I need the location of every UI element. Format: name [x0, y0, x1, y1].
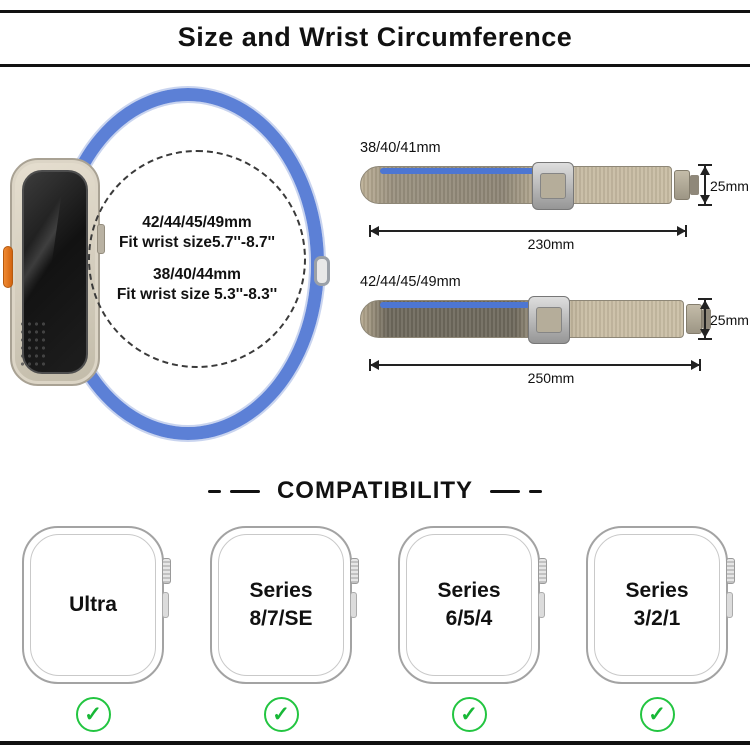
- side-button-icon: [162, 592, 169, 618]
- wrist-size-text: 42/44/45/49mm Fit wrist size5.7''-8.7'' …: [117, 213, 277, 306]
- checkmark-icon: ✓: [84, 703, 102, 726]
- band-buckle: [528, 296, 571, 344]
- model-series: 3/2/1: [633, 607, 681, 630]
- dash-decoration: [490, 489, 521, 493]
- band-connector: [702, 309, 711, 329]
- width-measure-line: [700, 300, 710, 338]
- action-button: [3, 246, 13, 288]
- dash-decoration: [207, 489, 221, 493]
- watch-outline: Series 6/5/4: [398, 526, 547, 684]
- digital-crown-icon: [162, 558, 171, 584]
- width-measure-line: [700, 166, 710, 204]
- length-measure-line: [369, 359, 701, 371]
- bottom-divider: [0, 741, 750, 745]
- compatible-badge: ✓: [263, 697, 299, 732]
- model-name: Series: [437, 578, 501, 602]
- band-hook-icon: [314, 256, 330, 286]
- checkmark-icon: ✓: [648, 703, 666, 726]
- buckle-slot: [539, 173, 566, 199]
- band-size-label: 42/44/45/49mm: [360, 274, 461, 290]
- band-size-label: 38/40/41mm: [360, 140, 441, 156]
- model-name: Series: [625, 578, 689, 602]
- length-measure-line: [369, 225, 687, 237]
- width-label: 25mm: [710, 178, 749, 194]
- digital-crown-icon: [350, 558, 359, 584]
- band-diagram-small: 38/40/41mm 230mm 25mm: [352, 140, 750, 258]
- wrist-size-circle: 42/44/45/49mm Fit wrist size5.7''-8.7'' …: [88, 150, 306, 368]
- dash-decoration: [229, 489, 260, 493]
- buckle-slot: [536, 307, 563, 333]
- watch-outline: Series 3/2/1: [586, 526, 735, 684]
- model-name: Ultra: [69, 592, 117, 616]
- watch-outline: Ultra: [22, 526, 171, 684]
- model-name: Series: [249, 578, 313, 602]
- top-divider: [0, 10, 750, 13]
- model-card-series-6-5-4: Series 6/5/4 ✓: [395, 526, 547, 732]
- length-label: 230mm: [527, 236, 575, 252]
- title-divider: [0, 64, 750, 67]
- dash-decoration: [529, 489, 543, 493]
- checkmark-icon: ✓: [460, 703, 478, 726]
- digital-crown-icon: [538, 558, 547, 584]
- side-button-icon: [538, 592, 545, 618]
- size-small-label: 38/40/44mm: [153, 266, 241, 283]
- side-button-icon: [726, 592, 733, 618]
- band-strap-graphic: [360, 162, 672, 210]
- length-label: 250mm: [527, 370, 575, 386]
- digital-crown-icon: [726, 558, 735, 584]
- band-connector: [690, 175, 699, 195]
- checkmark-icon: ✓: [272, 703, 290, 726]
- model-series: 6/5/4: [445, 607, 493, 630]
- compatibility-title: COMPATIBILITY: [276, 477, 474, 504]
- band-strap-graphic: [360, 296, 684, 344]
- compatible-badge: ✓: [451, 697, 487, 732]
- band-adapter: [686, 304, 702, 334]
- watch-outline: Series 8/7/SE: [210, 526, 359, 684]
- size-large-label: 42/44/45/49mm: [142, 213, 252, 231]
- watch-with-band-illustration: 42/44/45/49mm Fit wrist size5.7''-8.7'' …: [0, 80, 348, 465]
- model-card-series-3-2-1: Series 3/2/1 ✓: [583, 526, 735, 732]
- apple-watch-ultra-body: [3, 158, 105, 386]
- model-compatibility-row: Ultra ✓ Series 8/7/SE ✓: [0, 526, 750, 732]
- band-buckle: [531, 162, 574, 210]
- width-label: 25mm: [710, 312, 749, 328]
- compatibility-header: COMPATIBILITY: [0, 474, 750, 508]
- watch-screen: [22, 170, 88, 374]
- compatible-badge: ✓: [639, 697, 675, 732]
- band-diagram-large: 42/44/45/49mm 250mm 25mm: [352, 274, 750, 392]
- model-card-series-8-7-se: Series 8/7/SE ✓: [207, 526, 359, 732]
- fit-small-label: Fit wrist size 5.3''-8.3'': [116, 286, 278, 304]
- model-series: 8/7/SE: [249, 607, 313, 630]
- side-button-icon: [350, 592, 357, 618]
- fit-large-label: Fit wrist size5.7''-8.7'': [118, 233, 275, 251]
- model-card-ultra: Ultra ✓: [19, 526, 171, 732]
- band-adapter: [674, 170, 690, 200]
- compatible-badge: ✓: [75, 697, 111, 732]
- speaker-grille: [19, 320, 45, 368]
- blue-edge-stripe: [379, 168, 535, 174]
- page-title: Size and Wrist Circumference: [177, 22, 573, 52]
- blue-edge-stripe: [380, 302, 548, 308]
